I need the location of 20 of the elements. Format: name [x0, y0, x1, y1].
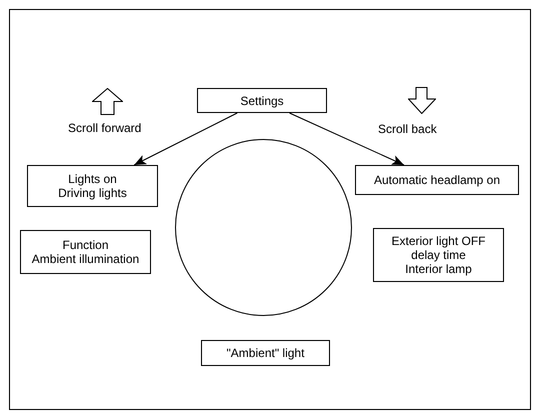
scroll-label: Scroll back [378, 122, 437, 136]
menu-item-text: Exterior light OFF delay time [390, 234, 487, 262]
menu-item-text: Automatic headlamp on [374, 173, 500, 187]
scroll-label: Scroll forward [68, 121, 142, 135]
menu-box [355, 165, 519, 195]
menu-item-text: Function [62, 238, 109, 252]
menu-item-text: Ambient illumination [32, 252, 140, 266]
menu-item-text: Interior lamp [405, 262, 472, 276]
menu-box [373, 228, 504, 282]
arrow [134, 112, 238, 166]
menu-box [27, 165, 158, 207]
menu-item-text: Settings [240, 94, 284, 108]
menu-box [201, 340, 330, 366]
large-circle [175, 139, 352, 316]
arrow [289, 112, 404, 166]
menu-box [20, 230, 151, 274]
menu-item-text: Lights on [68, 172, 117, 186]
menu-box [197, 88, 327, 113]
menu-item-text: "Ambient" light [226, 346, 304, 360]
menu-item-text: Driving lights [58, 186, 127, 200]
